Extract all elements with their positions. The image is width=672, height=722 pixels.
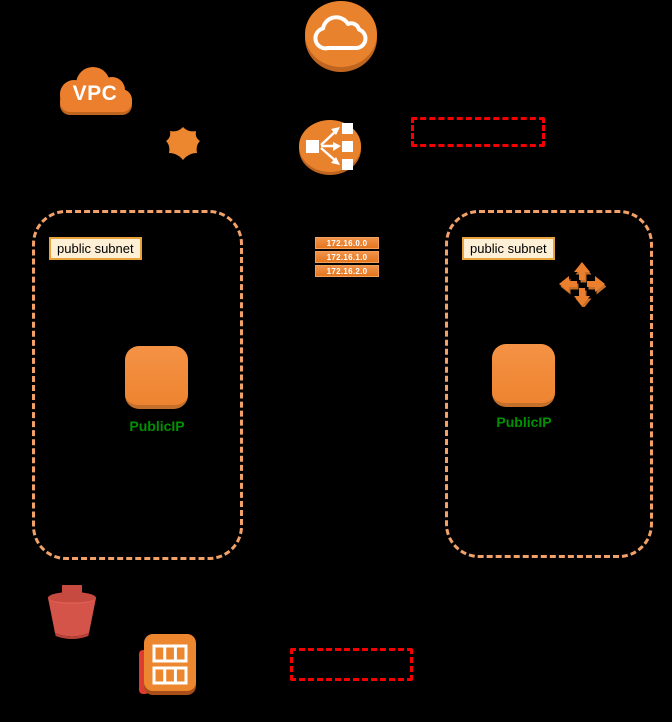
load-balancer-icon <box>297 118 364 177</box>
ec2-instance-icon-left <box>125 346 188 409</box>
route-entry: 172.16.2.0 <box>315 265 379 277</box>
route-entry: 172.16.1.0 <box>315 251 379 263</box>
vpc-cloud-icon: VPC <box>52 60 138 120</box>
public-ip-label-right: PublicIP <box>496 414 552 430</box>
route-entry-list: 172.16.0.0 172.16.1.0 172.16.2.0 <box>315 237 379 279</box>
public-ip-label-left: PublicIP <box>129 418 185 434</box>
callout-box-top <box>411 117 545 147</box>
internet-cloud-icon <box>303 0 379 74</box>
public-subnet-left: public subnet PublicIP <box>32 210 243 560</box>
callout-box-bottom <box>290 648 413 681</box>
multi-directional-arrows-icon <box>558 261 606 307</box>
subnet-label-right: public subnet <box>462 237 555 260</box>
route-entry: 172.16.0.0 <box>315 237 379 249</box>
public-subnet-right: public subnet PublicIP <box>445 210 653 558</box>
shield-icon <box>163 125 203 163</box>
ec2-instance-icon-right <box>492 344 555 407</box>
vpc-label: VPC <box>72 82 118 105</box>
route-table-icon <box>142 634 198 697</box>
subnet-label-left: public subnet <box>49 237 142 260</box>
s3-bucket-icon <box>44 584 100 640</box>
